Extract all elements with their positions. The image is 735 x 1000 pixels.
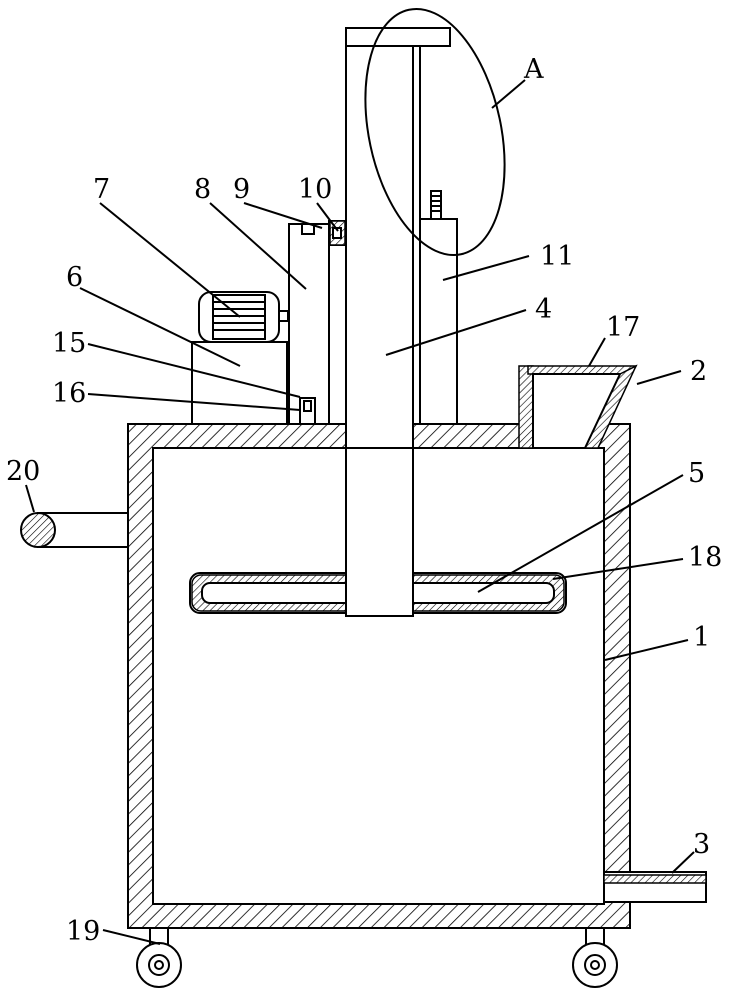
feed-hopper xyxy=(518,364,638,449)
detail-ellipse-a xyxy=(364,7,506,257)
support-column xyxy=(419,218,458,425)
label-15: 15 xyxy=(52,328,86,359)
label-20: 20 xyxy=(6,456,40,487)
crank-rod xyxy=(288,223,330,425)
label-9: 9 xyxy=(233,174,250,205)
label-4: 4 xyxy=(535,294,552,325)
part-labels: A 7 8 9 10 11 6 4 17 15 2 16 5 20 18 1 3… xyxy=(6,54,722,947)
motor-base xyxy=(191,341,288,425)
shaft-lower xyxy=(345,447,414,617)
label-7: 7 xyxy=(93,174,110,205)
wheel-right xyxy=(572,927,618,988)
label-2: 2 xyxy=(690,356,707,387)
label-11: 11 xyxy=(540,241,574,272)
label-a: A xyxy=(523,54,544,85)
link-pin xyxy=(303,400,312,412)
label-18: 18 xyxy=(688,542,722,573)
label-1: 1 xyxy=(693,622,710,653)
side-pipe xyxy=(20,512,129,548)
motor xyxy=(198,291,289,343)
wheel-left xyxy=(136,927,182,988)
label-3: 3 xyxy=(693,829,710,860)
spring xyxy=(430,190,442,220)
label-6: 6 xyxy=(66,262,83,293)
label-10: 10 xyxy=(298,174,332,205)
label-16: 16 xyxy=(52,378,86,409)
label-5: 5 xyxy=(688,458,705,489)
label-19: 19 xyxy=(66,916,100,947)
joint-pin xyxy=(332,227,342,239)
label-17: 17 xyxy=(606,312,640,343)
outlet-pipe xyxy=(603,871,707,903)
shaft-cap xyxy=(345,27,451,47)
leader-lines xyxy=(25,79,695,945)
label-8: 8 xyxy=(194,174,211,205)
